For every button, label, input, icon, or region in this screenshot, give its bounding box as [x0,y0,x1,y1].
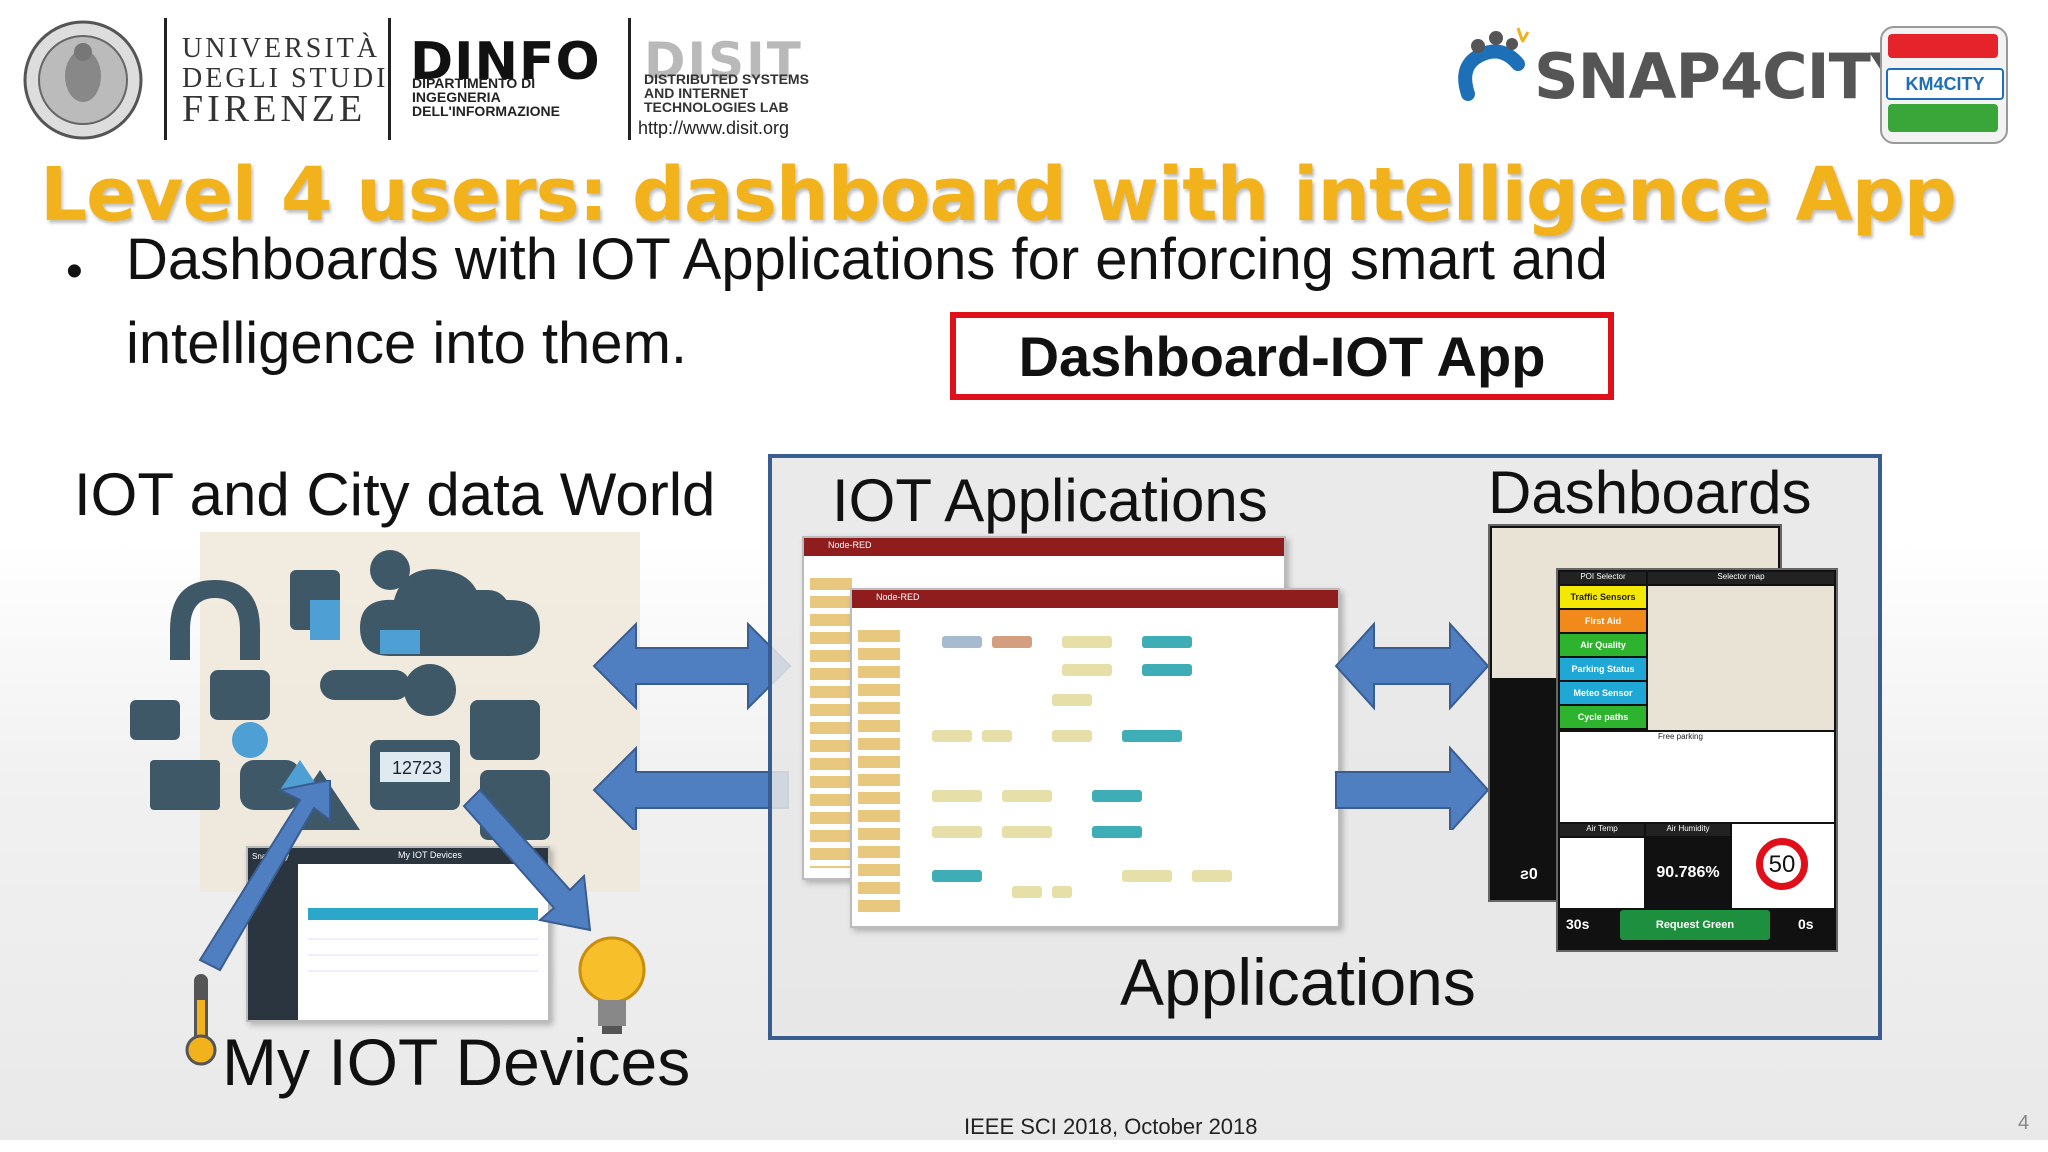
my-iot-devices-label: My IOT Devices [222,1025,691,1099]
node-red-screenshot-front: Node-RED [850,588,1340,928]
my-iot-devices-screenshot: SnapaCity My IOT Devices [246,846,550,1022]
page-number: 4 [2018,1112,2030,1134]
light-bulb-icon [578,936,646,1034]
request-green-button[interactable]: Request Green [1620,910,1770,940]
disit-url: http://www.disit.org [638,118,790,138]
world-label: IOT and City data World [74,461,716,528]
svg-text:12723: 12723 [392,758,442,778]
dashboard-iot-app-callout: Dashboard-IOT App [950,312,1614,400]
thermometer-icon [185,974,217,1066]
world-to-apps-arrows [592,621,792,830]
header-separator [164,18,167,140]
disit-logo-title: DISIT [644,32,803,90]
disit-logo-subtitle: DISTRIBUTED SYSTEMS AND INTERNET TECHNOL… [644,71,809,115]
snap4city-hand-icon [1458,27,1530,101]
header-separator [628,18,631,140]
speed-limit-sign: 50 [1756,838,1808,890]
dinfo-logo-subtitle: DIPARTIMENTO DI INGEGNERIA DELL'INFORMAZ… [412,75,560,119]
snap4city-logo-text: SNAP4CITY [1534,40,1915,113]
km4city-logo: KM4CITY [1880,26,2008,144]
km4city-logo-text: KM4CITY [1886,68,2004,100]
dinfo-logo-title: DINFO [410,32,601,92]
bullet-icon: • [66,245,83,298]
unifi-logo-text: UNIVERSITÀ DEGLI STUDI FIRENZE [182,33,389,130]
iot-applications-label: IOT Applications [832,467,1268,534]
header-separator [388,18,391,140]
bullet-text-line1: Dashboards with IOT Applications for enf… [126,227,1608,292]
device-arrows [198,780,592,972]
apps-to-dashboards-arrows [1334,621,1490,830]
slide-footer: IEEE SCI 2018, October 2018 [964,1114,1258,1139]
bullet-text-line2: intelligence into them. [126,311,687,376]
applications-label: Applications [1120,945,1476,1019]
dashboard-screenshot-front: POI Selector Selector map Traffic Sensor… [1556,568,1838,952]
slide-title: Level 4 users: dashboard with intelligen… [40,152,1957,238]
dashboards-label: Dashboards [1488,459,1812,526]
unifi-seal-logo [23,20,143,140]
